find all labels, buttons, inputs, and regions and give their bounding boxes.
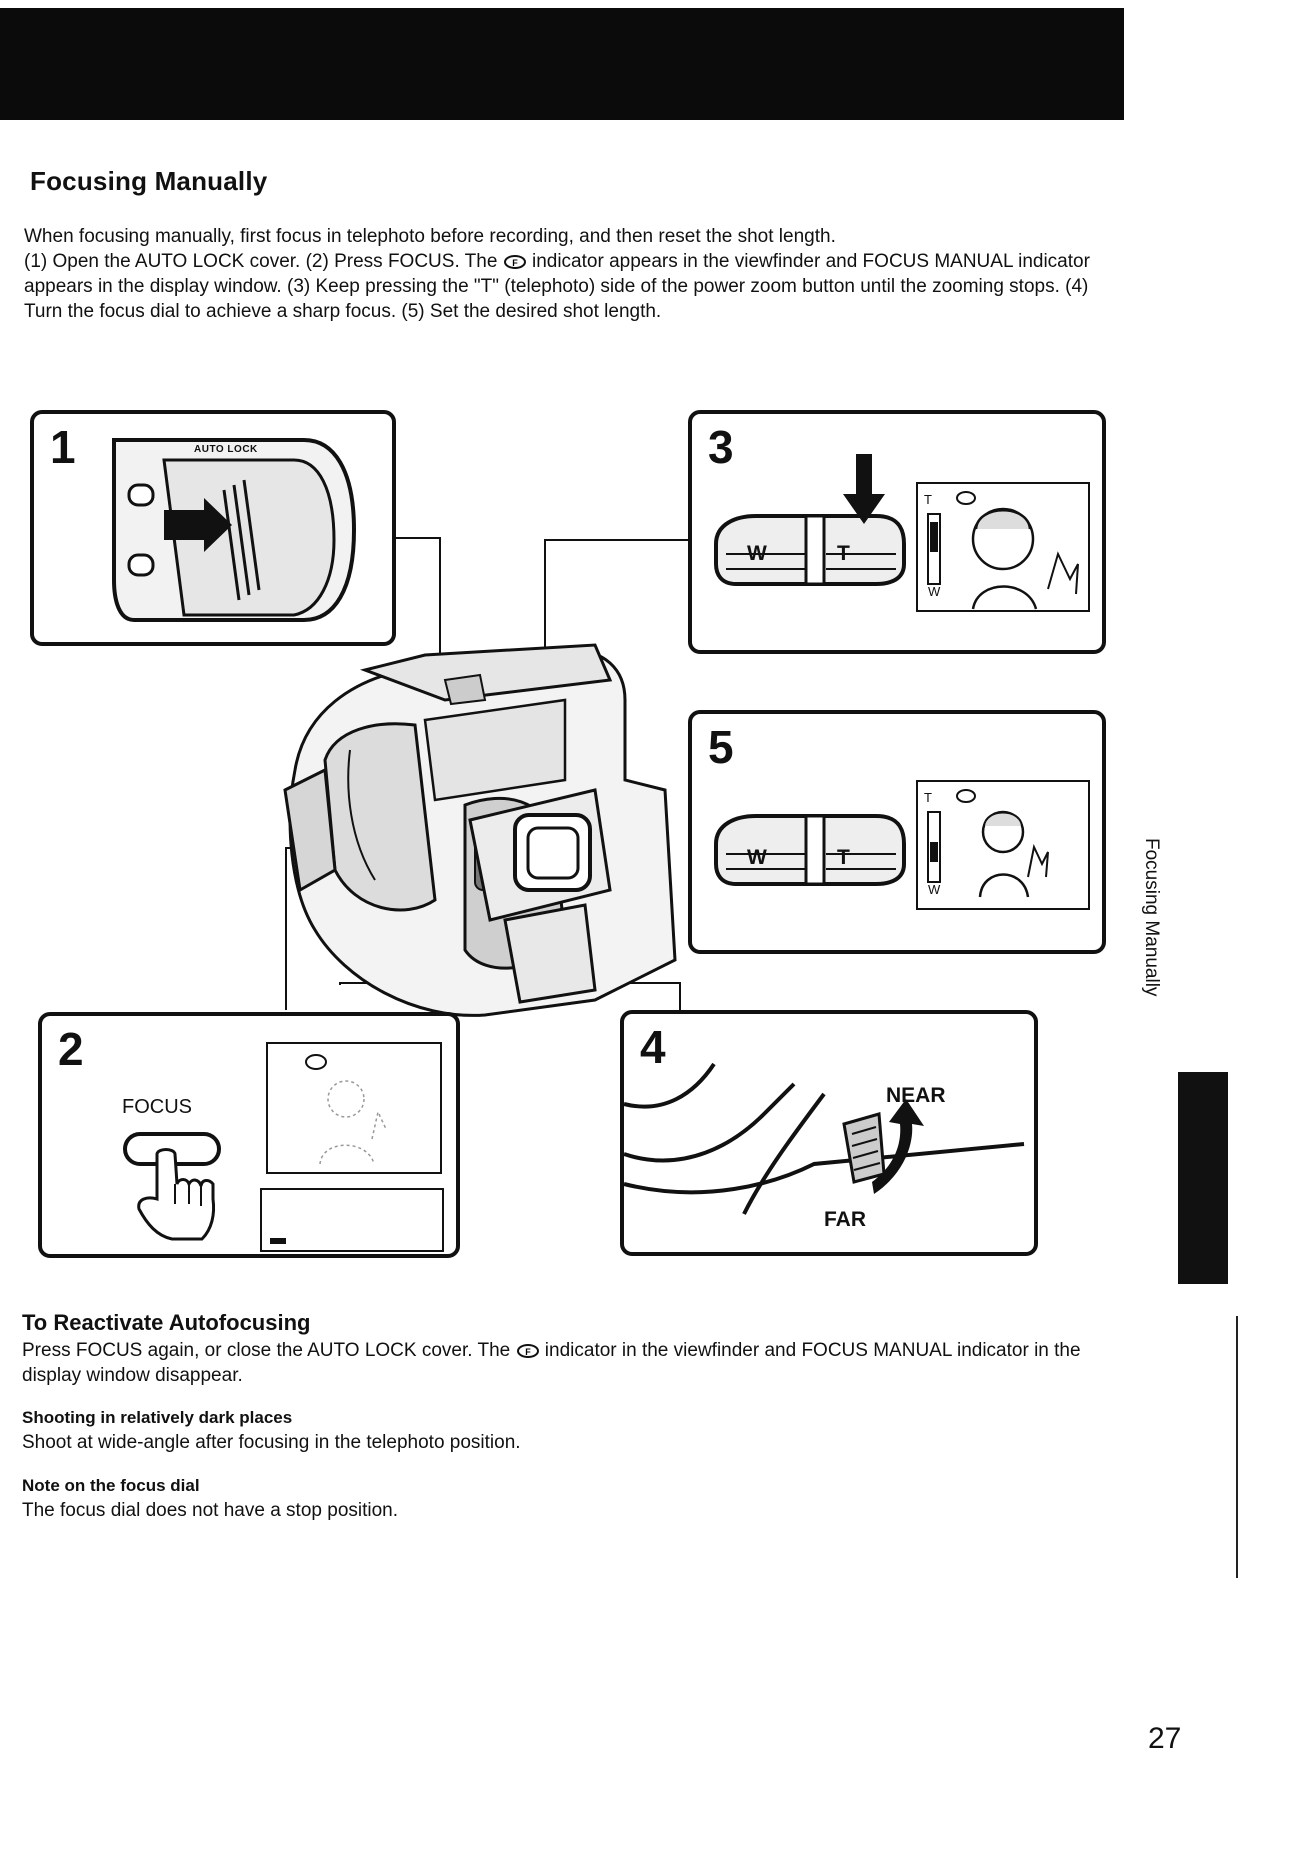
step-2-panel: 2 FOCUS	[38, 1012, 460, 1258]
step-5-t-label: T	[837, 846, 850, 869]
viewfinder-subject-close-up	[927, 491, 1079, 610]
dark-places-text: Shoot at wide-angle after focusing in th…	[22, 1432, 521, 1453]
step-3-viewfinder: T W	[916, 482, 1090, 612]
svg-text:F: F	[512, 258, 518, 268]
section-side-tab: Focusing Manually	[1141, 838, 1162, 997]
press-focus-button-illustration	[123, 1132, 221, 1241]
intro-step-a: (1) Open the AUTO LOCK cover. (2) Press …	[24, 251, 498, 272]
camcorder-illustration	[283, 643, 677, 1017]
intro-steps: (1) Open the AUTO LOCK cover. (2) Press …	[24, 249, 1124, 324]
svg-text:F: F	[525, 1347, 531, 1357]
page-title: Focusing Manually	[30, 166, 268, 196]
step-1-panel: 1 AUTO LOCK	[30, 410, 396, 646]
step-3-t-label: T	[837, 542, 850, 565]
step-3-panel: 3 W T T W	[688, 410, 1106, 654]
intro-line-1: When focusing manually, first focus in t…	[24, 226, 836, 247]
step-5-panel: 5 W T T W	[688, 710, 1106, 954]
reactivate-text: Press FOCUS again, or close the AUTO LOC…	[22, 1338, 1082, 1388]
reactivate-heading: To Reactivate Autofocusing	[22, 1310, 311, 1335]
zoom-lever-released-illustration	[714, 814, 906, 886]
auto-lock-label: AUTO LOCK	[194, 444, 258, 455]
zoom-lever-pressed-t-illustration	[714, 454, 906, 586]
focus-dial-note-text: The focus dial does not have a stop posi…	[22, 1500, 399, 1521]
step-5-viewfinder: T W	[916, 780, 1090, 910]
step-5-scale-w: W	[928, 882, 941, 897]
focus-indicator-icon: F	[516, 1344, 539, 1358]
step-1-number: 1	[50, 421, 76, 473]
reactivate-text-a: Press FOCUS again, or close the AUTO LOC…	[22, 1340, 511, 1361]
side-rule	[1236, 1316, 1238, 1578]
viewfinder-focus-indicator	[305, 1054, 387, 1165]
auto-lock-cover-illustration	[112, 438, 357, 622]
step-3-scale-w: W	[928, 584, 941, 599]
step-4-panel: 4 NEAR FAR	[620, 1010, 1038, 1256]
side-thumb-block	[1178, 1072, 1228, 1284]
step-4-number: 4	[640, 1021, 666, 1073]
intro-step-b: indicator appears in the viewfinder and …	[24, 251, 1090, 322]
header-bar	[0, 8, 1124, 120]
step-3-scale-t: T	[924, 492, 932, 507]
viewfinder-subject-wide	[927, 789, 1049, 898]
dark-places-heading: Shooting in relatively dark places	[22, 1408, 293, 1427]
near-label: NEAR	[886, 1084, 946, 1107]
focus-dial-illustration	[623, 1062, 1025, 1215]
step-5-w-label: W	[747, 846, 767, 869]
page-number: 27	[1148, 1722, 1182, 1755]
intro-text: When focusing manually, first focus in t…	[24, 224, 1124, 324]
focus-dial-note-heading: Note on the focus dial	[22, 1476, 200, 1495]
focus-manual-indicator	[270, 1238, 286, 1244]
far-label: FAR	[824, 1208, 866, 1231]
step-5-number: 5	[708, 721, 734, 773]
step-2-display-window	[260, 1188, 444, 1252]
step-3-number: 3	[708, 421, 734, 473]
step-2-viewfinder	[266, 1042, 442, 1174]
focus-indicator-icon: F	[503, 255, 526, 269]
focus-button-label: FOCUS	[122, 1096, 192, 1118]
step-3-w-label: W	[747, 542, 767, 565]
reactivate-text-b: indicator in the viewfinder and FOCUS MA…	[22, 1340, 1081, 1386]
step-5-scale-t: T	[924, 790, 932, 805]
step-2-number: 2	[58, 1023, 84, 1075]
